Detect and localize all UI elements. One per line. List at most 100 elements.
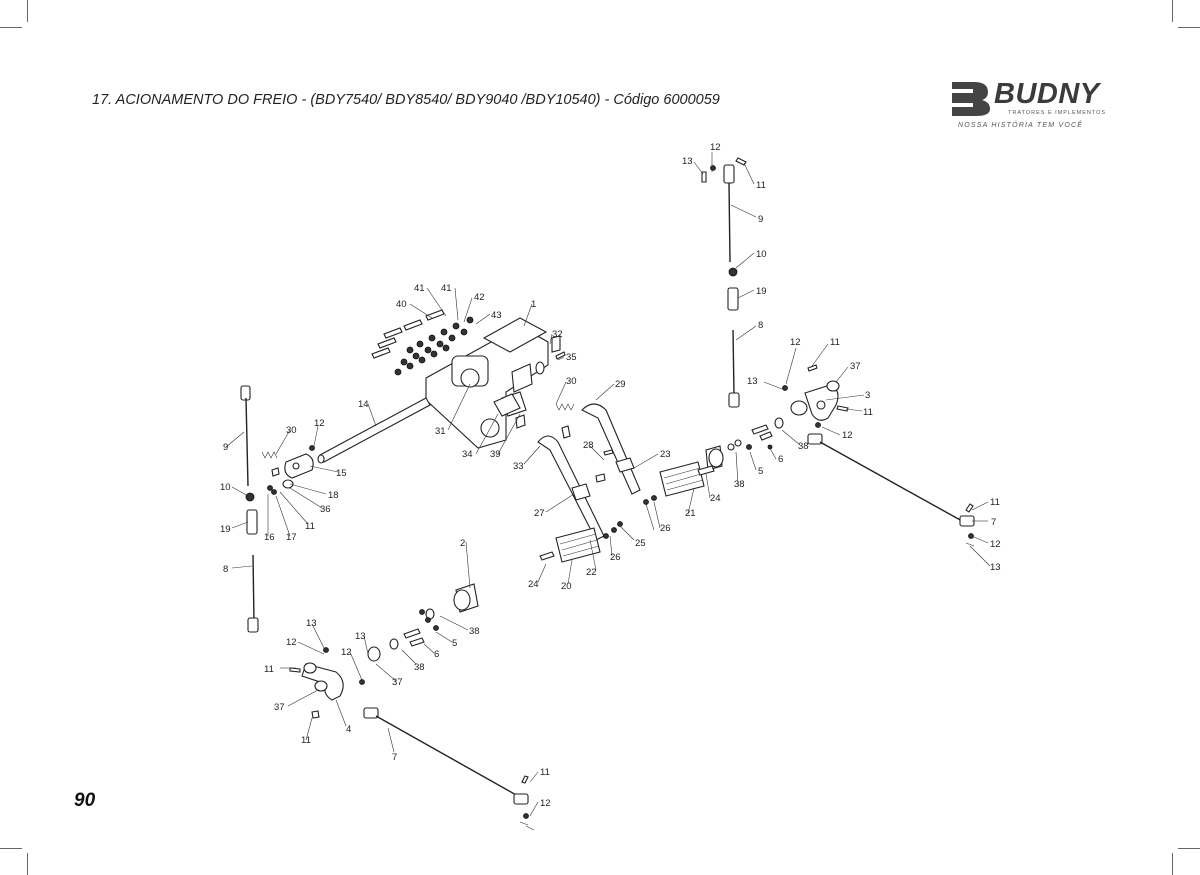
callout-label: 13 xyxy=(682,156,693,167)
central-bracket-1 xyxy=(425,317,566,449)
callout-label: 16 xyxy=(264,532,275,543)
callout-label: 18 xyxy=(328,490,339,501)
callout-label: 26 xyxy=(610,552,621,563)
callout-label: 13 xyxy=(747,376,758,387)
callout-label: 38 xyxy=(734,479,745,490)
callout-label: 11 xyxy=(990,497,1000,508)
callout-label: 17 xyxy=(286,532,297,543)
callout-label: 40 xyxy=(396,299,407,310)
callout-label: 24 xyxy=(528,579,539,590)
logo-slogan: NOSSA HISTÓRIA TEM VOCÊ xyxy=(958,122,1084,129)
callout-label: 4 xyxy=(346,724,351,735)
right-lever-3 xyxy=(782,364,849,428)
callout-label: 13 xyxy=(355,631,366,642)
crop-mark xyxy=(27,853,28,875)
callout-label: 8 xyxy=(223,564,228,575)
callout-label: 20 xyxy=(561,581,572,592)
callout-label: 34 xyxy=(462,449,473,460)
callout-label: 31 xyxy=(435,426,446,437)
logo-emblem-icon xyxy=(947,82,990,116)
callout-label: 11 xyxy=(756,180,766,191)
callout-label: 42 xyxy=(474,292,485,303)
crop-mark xyxy=(0,27,22,28)
callout-label: 7 xyxy=(392,752,397,763)
callout-label: 14 xyxy=(358,399,369,410)
callout-label: 28 xyxy=(583,440,594,451)
callout-label: 15 xyxy=(336,468,347,479)
callout-label: 41 xyxy=(441,283,452,294)
callout-label: 12 xyxy=(710,142,721,153)
callout-label: 12 xyxy=(540,798,551,809)
callout-label: 10 xyxy=(220,482,231,493)
bolt-set xyxy=(371,309,474,376)
left-pedal-assembly xyxy=(537,435,657,563)
right-rod-assembly xyxy=(701,157,747,408)
callout-label: 12 xyxy=(341,647,352,658)
callout-label: 8 xyxy=(758,320,763,331)
callout-label: 9 xyxy=(758,214,763,225)
callout-label: 37 xyxy=(850,361,861,372)
callout-label: 11 xyxy=(301,735,311,746)
callout-label: 38 xyxy=(414,662,425,673)
callout-label: 32 xyxy=(552,329,563,340)
callout-label: 9 xyxy=(223,442,228,453)
crop-mark xyxy=(0,848,22,849)
leader-lines xyxy=(225,152,991,831)
callout-label: 6 xyxy=(778,454,783,465)
callout-label: 12 xyxy=(286,637,297,648)
callout-label: 37 xyxy=(392,677,403,688)
right-pedal-assembly xyxy=(581,403,784,497)
callout-label: 36 xyxy=(320,504,331,515)
crop-mark xyxy=(1178,27,1200,28)
callout-label: 30 xyxy=(286,425,297,436)
logo-wordmark: BUDNY xyxy=(994,78,1100,110)
callout-label: 6 xyxy=(434,649,439,660)
callout-label: 41 xyxy=(414,283,425,294)
bottom-long-rod-7 xyxy=(363,707,529,826)
callout-label: 25 xyxy=(635,538,646,549)
callout-label: 38 xyxy=(469,626,480,637)
crop-mark xyxy=(27,0,28,22)
bottom-lever-4 xyxy=(289,646,381,719)
springs xyxy=(261,393,575,459)
callout-label: 38 xyxy=(798,441,809,452)
callout-label: 21 xyxy=(685,508,696,519)
callout-label: 27 xyxy=(534,508,545,519)
callout-label: 12 xyxy=(842,430,853,441)
page-title: 17. ACIONAMENTO DO FREIO - (BDY7540/ BDY… xyxy=(92,92,720,108)
callout-label: 2 xyxy=(460,538,465,549)
callout-label: 11 xyxy=(830,337,840,348)
logo-subtitle: TRATORES E IMPLEMENTOS xyxy=(1008,110,1107,116)
brand-logo: BUDNY TRATORES E IMPLEMENTOS NOSSA HISTÓ… xyxy=(944,76,1107,136)
callout-label: 3 xyxy=(865,390,870,401)
callout-label: 22 xyxy=(586,567,597,578)
left-lever-15 xyxy=(267,445,315,495)
crop-mark xyxy=(1172,853,1173,875)
cross-shaft-14 xyxy=(317,397,431,464)
callout-label: 19 xyxy=(756,286,767,297)
callout-label: 19 xyxy=(220,524,231,535)
callout-label: 11 xyxy=(863,407,873,418)
callout-label: 11 xyxy=(264,664,274,675)
callout-label: 33 xyxy=(513,461,524,472)
callout-label: 12 xyxy=(990,539,1001,550)
right-long-rod-7 xyxy=(807,433,975,547)
bottom-shaft-2 xyxy=(389,583,479,650)
callout-label: 12 xyxy=(314,418,325,429)
callout-label: 30 xyxy=(566,376,577,387)
crop-mark xyxy=(1172,0,1173,22)
callout-label: 12 xyxy=(790,337,801,348)
callout-label: 5 xyxy=(758,466,763,477)
callout-label: 26 xyxy=(660,523,671,534)
callout-label: 43 xyxy=(491,310,502,321)
callout-label: 13 xyxy=(306,618,317,629)
callout-label: 11 xyxy=(540,767,550,778)
left-rod-assembly xyxy=(240,385,259,633)
callout-label: 1 xyxy=(531,299,536,310)
callout-label: 37 xyxy=(274,702,285,713)
callout-label: 5 xyxy=(452,638,457,649)
callout-label: 39 xyxy=(490,449,501,460)
callout-label: 11 xyxy=(305,521,315,532)
callout-label: 10 xyxy=(756,249,767,260)
